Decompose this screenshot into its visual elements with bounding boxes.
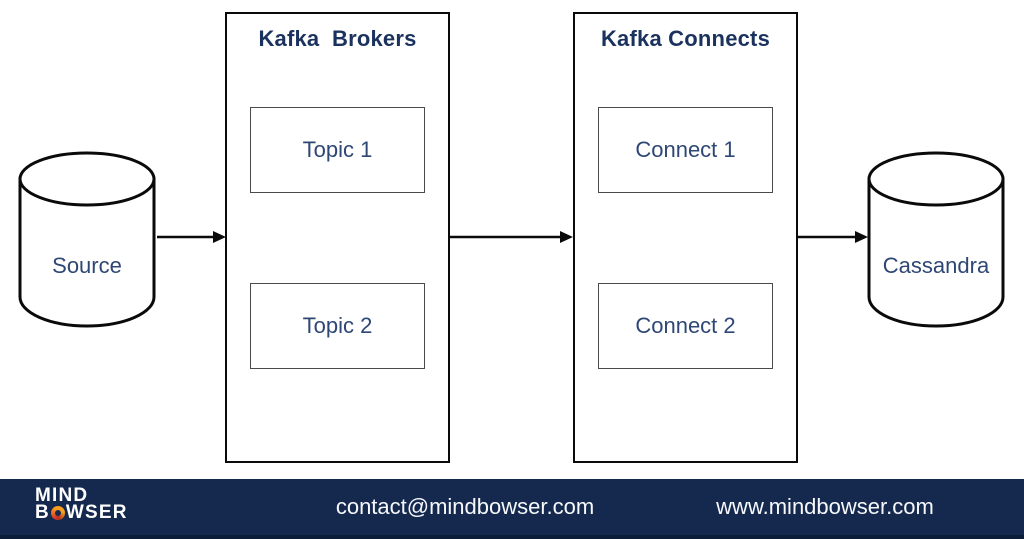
kafka-brokers-title: Kafka Brokers (258, 26, 417, 51)
topic-2-box: Topic 2 (250, 283, 425, 369)
arrow-source-to-brokers (157, 231, 226, 243)
logo-text-bowser: B WSER (35, 502, 128, 523)
kafka-brokers-panel: Kafka Brokers Topic 1 Topic 2 (225, 12, 450, 463)
connect-2-box: Connect 2 (598, 283, 773, 369)
website-url: www.mindbowser.com (716, 494, 934, 519)
logo-text-mind: MIND (35, 485, 89, 506)
kafka-connects-panel: Kafka Connects Connect 1 Connect 2 (573, 12, 798, 463)
logo-text-b: B (35, 502, 50, 523)
cassandra-database-cylinder: Cassandra (866, 149, 1006, 331)
topic-1-box: Topic 1 (250, 107, 425, 193)
mindbowser-logo: MIND B WSER (35, 485, 128, 523)
connect-2-label: Connect 2 (635, 313, 736, 338)
footer-bar: MIND B WSER contact@mindbowser.com www.m… (0, 479, 1024, 539)
database-cylinder-icon (18, 151, 156, 328)
topic-1-label: Topic 1 (302, 137, 373, 162)
connect-1-box: Connect 1 (598, 107, 773, 193)
arrow-brokers-to-connects (450, 231, 573, 243)
swirl-o-icon (50, 505, 65, 520)
topic-2-label: Topic 2 (302, 313, 373, 338)
logo-text-wser: WSER (65, 502, 128, 523)
cassandra-label: Cassandra (882, 253, 990, 278)
source-label: Source (52, 253, 122, 278)
database-cylinder-icon (867, 151, 1005, 328)
contact-email: contact@mindbowser.com (335, 494, 595, 519)
connect-1-label: Connect 1 (635, 137, 736, 162)
source-database-cylinder: Source (17, 149, 157, 331)
arrow-connects-to-cassandra (798, 231, 868, 243)
kafka-connects-title: Kafka Connects (600, 26, 771, 51)
